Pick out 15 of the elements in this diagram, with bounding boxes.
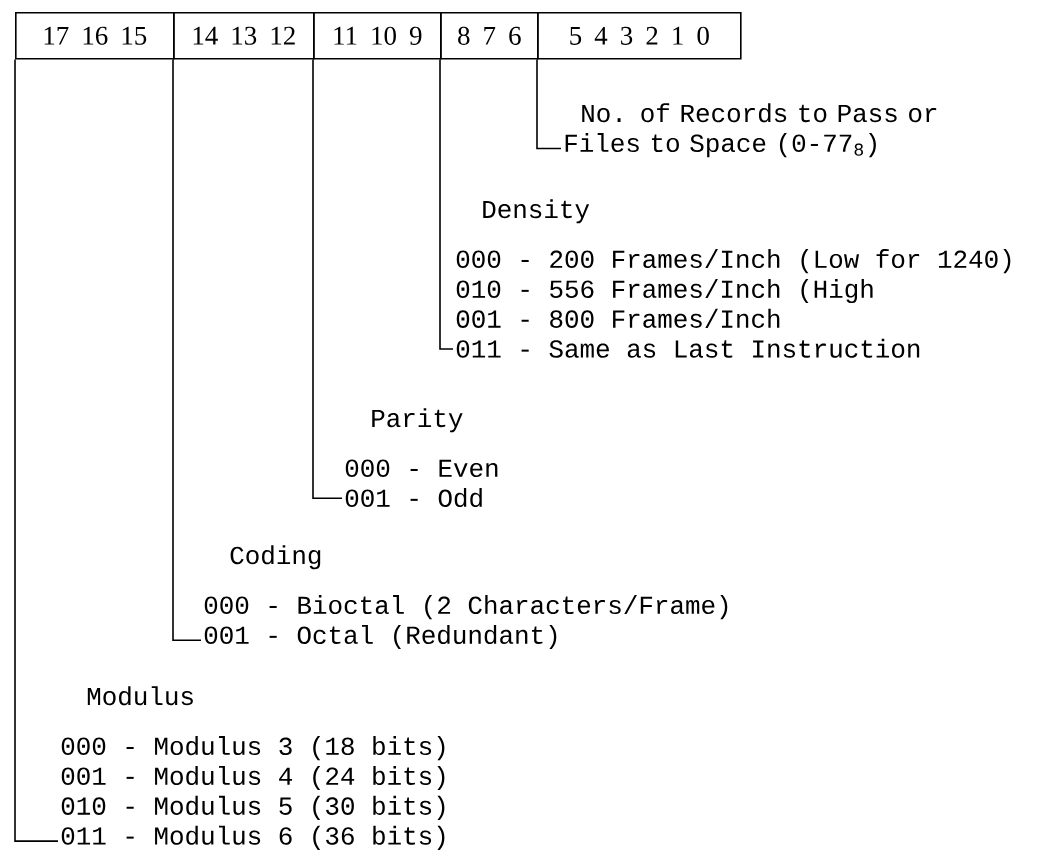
bit-field-box: 17 16 15 bbox=[15, 12, 175, 60]
bit-field-box: 5 4 3 2 1 0 bbox=[537, 12, 742, 60]
code-list: Parity 000 - Even 001 - Odd bbox=[345, 408, 498, 508]
code-list: Modulus 000 - Modulus 3 (18 bits) 001 - Modulus 4 (24 bits) 010 - Modulus 5 (30 bits) 011 - Modulus 6 (36 bits) bbox=[61, 686, 445, 850]
leader-line bbox=[439, 58, 454, 350]
leader-line bbox=[536, 58, 562, 150]
bit-field-box: 11 10 9 bbox=[313, 12, 442, 60]
bit-field-box: 14 13 12 bbox=[173, 12, 315, 60]
code-list: No. of Records to Pass or Files to Space (0-77$_{8}$) bbox=[565, 103, 937, 158]
leader-line bbox=[312, 58, 343, 500]
code-list: Coding 000 - Bioctal (2 Characters/Frame) 001 - Octal (Redundant) bbox=[204, 545, 728, 650]
code-list: Density 000 - 200 Frames/Inch (Low for 1240) 010 - 556 Frames/Inch (High 001 - 800 Frames/Inch 011 - Same as Last Instruction bbox=[456, 199, 1011, 358]
leader-line bbox=[14, 58, 59, 842]
leader-line bbox=[172, 58, 202, 642]
bit-field-box: 8 7 6 bbox=[440, 12, 539, 60]
